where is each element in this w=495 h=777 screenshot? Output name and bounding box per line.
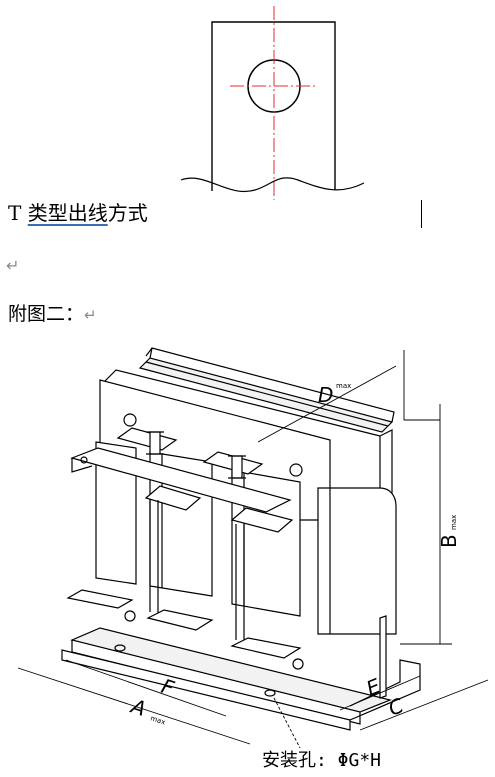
attachment-label-text: 附图二： — [8, 303, 85, 325]
coil-right — [317, 487, 397, 635]
plate-outline — [211, 21, 336, 191]
text-cursor — [421, 200, 422, 228]
frame-bolt-1 — [123, 413, 137, 427]
caption: T 类型出线方式 — [8, 200, 148, 226]
bottom-terminal-bar-2 — [146, 609, 214, 631]
plate-break-line — [180, 177, 365, 193]
bolt-stud-1 — [149, 431, 161, 455]
mount-hole-label: 安装孔: ΦG*H — [262, 750, 381, 771]
terminal-tab-4 — [230, 507, 294, 533]
terminal-tab-3 — [144, 485, 202, 511]
dim-label-b: B — [437, 534, 461, 548]
caption-suffix: 方式 — [107, 201, 148, 225]
dim-label-b-sub: max — [450, 515, 458, 530]
dim-label-d-sub: max — [336, 382, 351, 390]
attachment-paragraph-mark: ↵ — [84, 306, 97, 324]
base-foot — [61, 649, 351, 731]
mount-hole-front — [264, 689, 276, 697]
bolt-stud-2 — [231, 455, 243, 479]
core-lamination-bottom — [70, 627, 392, 713]
caption-underlined-text: 类型出线 — [27, 201, 108, 225]
terminal-tab-1 — [116, 427, 178, 451]
mount-hole-left — [114, 644, 126, 652]
coil-far-left — [95, 441, 137, 585]
bottom-terminal-bar-1 — [66, 589, 134, 609]
paragraph-mark: ↵ — [6, 256, 20, 275]
frame-bolt-2 — [289, 463, 303, 477]
dim-label-a: A — [127, 693, 149, 721]
terminal-plate-drawing — [180, 6, 365, 200]
caption-prefix: T — [8, 201, 28, 225]
attachment-label: 附图二：↵ — [8, 302, 97, 327]
dimension-labels: D max B max A max F E C 安装孔: ΦG*H — [127, 382, 461, 771]
top-terminal-bar — [70, 447, 292, 513]
bottom-terminal-bar-3 — [230, 637, 302, 659]
reactor-drawing: D max B max A max F E C 安装孔: ΦG*H — [17, 347, 489, 771]
dim-label-d: D — [318, 383, 333, 407]
